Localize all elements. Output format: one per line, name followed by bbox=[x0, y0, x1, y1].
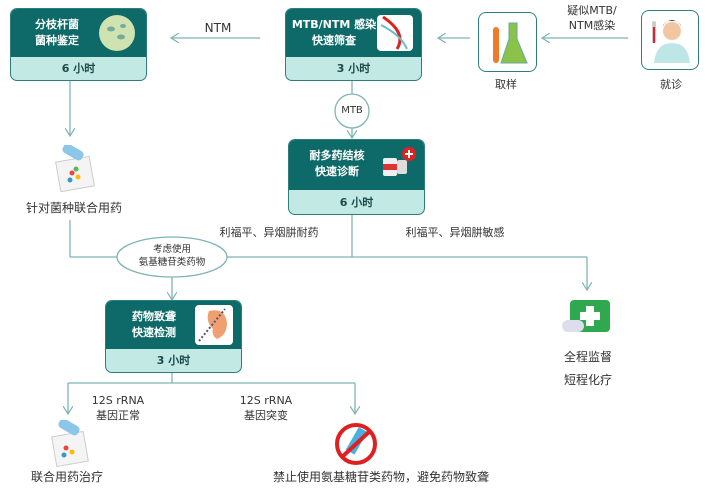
suspect-label: 疑似MTB/ NTM感染 bbox=[560, 3, 624, 33]
no-injection-icon bbox=[332, 420, 380, 468]
pills-icon-2 bbox=[44, 418, 92, 468]
suspect-line1: 疑似MTB/ bbox=[567, 4, 617, 17]
ear-icon bbox=[195, 305, 233, 345]
ntm-label: NTM bbox=[204, 21, 232, 35]
patient-icon bbox=[641, 10, 699, 70]
combo-label: 联合用药治疗 bbox=[30, 470, 103, 484]
suspect-line2: NTM感染 bbox=[568, 19, 616, 32]
medical-kit-icon bbox=[560, 290, 616, 340]
mutant-gene-label: 12S rRNA 基因突变 bbox=[236, 393, 296, 423]
ototox-title-1: 药物致聋 bbox=[132, 310, 176, 323]
identification-time: 6 小时 bbox=[61, 62, 96, 75]
identification-title-2: 菌种鉴定 bbox=[35, 34, 79, 47]
sample-tubes-icon bbox=[478, 12, 537, 72]
supervise-line1: 全程监督 bbox=[563, 350, 612, 364]
supervise-line2: 短程化疗 bbox=[563, 373, 612, 387]
dna-icon bbox=[377, 15, 413, 51]
bacteria-icon bbox=[99, 15, 135, 51]
targeted-label: 针对菌种联合用药 bbox=[25, 201, 122, 215]
consider-label: 考虑使用 氨基糖苷类药物 bbox=[122, 243, 222, 269]
normal-gene-label: 12S rRNA 基因正常 bbox=[88, 393, 148, 423]
mdr-title-1: 耐多药结核 bbox=[309, 149, 365, 162]
medicine-bottle-icon bbox=[381, 146, 417, 182]
screening-title-1: MTB/NTM 感染 bbox=[291, 18, 377, 31]
normal-line1: 12S rRNA bbox=[91, 394, 145, 407]
sample-label: 取样 bbox=[495, 78, 517, 91]
screening-time: 3 小时 bbox=[336, 62, 371, 75]
supervise-label: 全程监督 短程化疗 bbox=[552, 346, 624, 392]
mdr-box: 耐多药结核 快速诊断 6 小时 bbox=[288, 139, 425, 215]
pills-icon bbox=[48, 143, 98, 195]
resistant-label: 利福平、异烟肼耐药 bbox=[219, 226, 319, 239]
consider-line1: 考虑使用 bbox=[152, 244, 191, 255]
sensitive-label: 利福平、异烟肼敏感 bbox=[405, 226, 505, 239]
identification-box: 分枝杆菌 菌种鉴定 6 小时 bbox=[10, 8, 147, 81]
screening-box: MTB/NTM 感染 快速筛查 3 小时 bbox=[285, 8, 422, 81]
normal-line2: 基因正常 bbox=[96, 409, 140, 422]
mtb-label: MTB bbox=[341, 105, 363, 116]
forbid-label: 禁止使用氨基糖苷类药物，避免药物致聋 bbox=[272, 470, 489, 484]
consider-line2: 氨基糖苷类药物 bbox=[138, 257, 206, 268]
mdr-time: 6 小时 bbox=[339, 196, 374, 209]
ototox-time: 3 小时 bbox=[156, 354, 191, 367]
patient-label: 就诊 bbox=[660, 78, 682, 91]
ototoxicity-box: 药物致聋 快速检测 3 小时 bbox=[105, 300, 242, 373]
mutant-line2: 基因突变 bbox=[244, 409, 288, 422]
screening-title-2: 快速筛查 bbox=[312, 34, 356, 47]
mdr-title-2: 快速诊断 bbox=[315, 165, 359, 178]
consider-oval bbox=[116, 236, 228, 278]
identification-title-1: 分枝杆菌 bbox=[35, 18, 79, 31]
ototox-title-2: 快速检测 bbox=[132, 326, 176, 339]
mutant-line1: 12S rRNA bbox=[239, 394, 293, 407]
mtb-circle bbox=[334, 93, 370, 129]
